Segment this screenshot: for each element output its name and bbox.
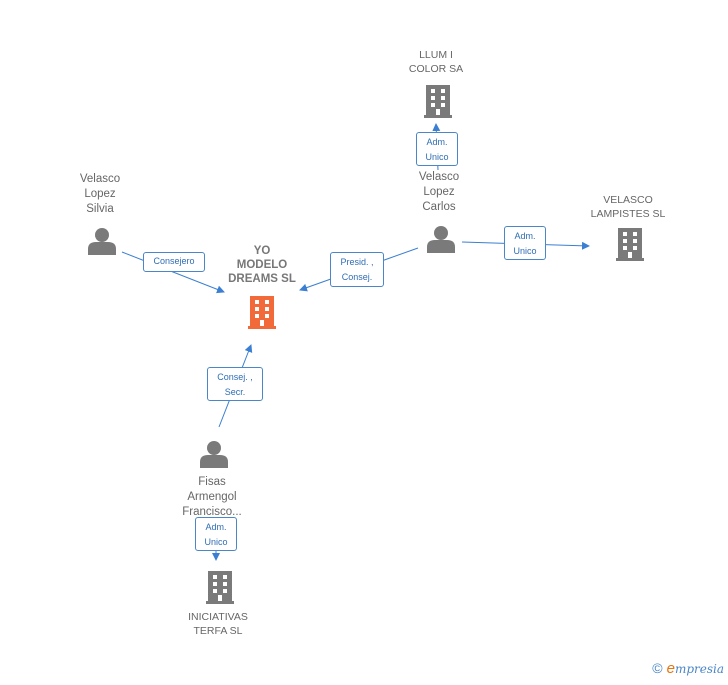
building-icon[interactable] [424,85,452,118]
brand-name: mpresia [674,662,724,676]
node-label-velasco-silvia[interactable]: Velasco Lopez Silvia [79,173,121,215]
node-label-iniciativas-terfa[interactable]: INICIATIVAS TERFA SL [188,611,248,637]
focus-building-icon[interactable] [248,296,276,329]
empresia-watermark: ©empresia [652,660,724,677]
edge-label-fisas-yo[interactable]: Consej. , Secr. [207,367,263,401]
node-label-velasco-carlos[interactable]: Velasco Lopez Carlos [418,171,460,213]
person-icon[interactable] [200,441,228,468]
edge-label-silvia-yo[interactable]: Consejero [143,252,205,272]
node-label-llumi-color[interactable]: LLUM I COLOR SA [408,49,464,75]
edge-label-carlos-lampistes[interactable]: Adm. Unico [504,226,546,260]
person-icon[interactable] [88,228,116,255]
brand-initial: e [666,660,675,677]
node-label-fisas-francisco[interactable]: Fisas Armengol Francisco... [182,476,242,518]
building-icon[interactable] [206,571,234,604]
edge-label-fisas-terfa[interactable]: Adm. Unico [195,517,237,551]
person-icon[interactable] [427,226,455,253]
edge-label-carlos-yo[interactable]: Presid. , Consej. [330,252,384,287]
edge-line-silvia-yo [121,251,225,294]
node-label-velasco-lampistes[interactable]: VELASCO LAMPISTES SL [590,194,666,220]
node-label-yo-modelo[interactable]: YO MODELO DREAMS SL [228,245,296,285]
copyright-symbol: © [652,660,663,676]
edge-label-carlos-llumi[interactable]: Adm. Unico [416,132,458,166]
building-icon[interactable] [616,228,644,261]
